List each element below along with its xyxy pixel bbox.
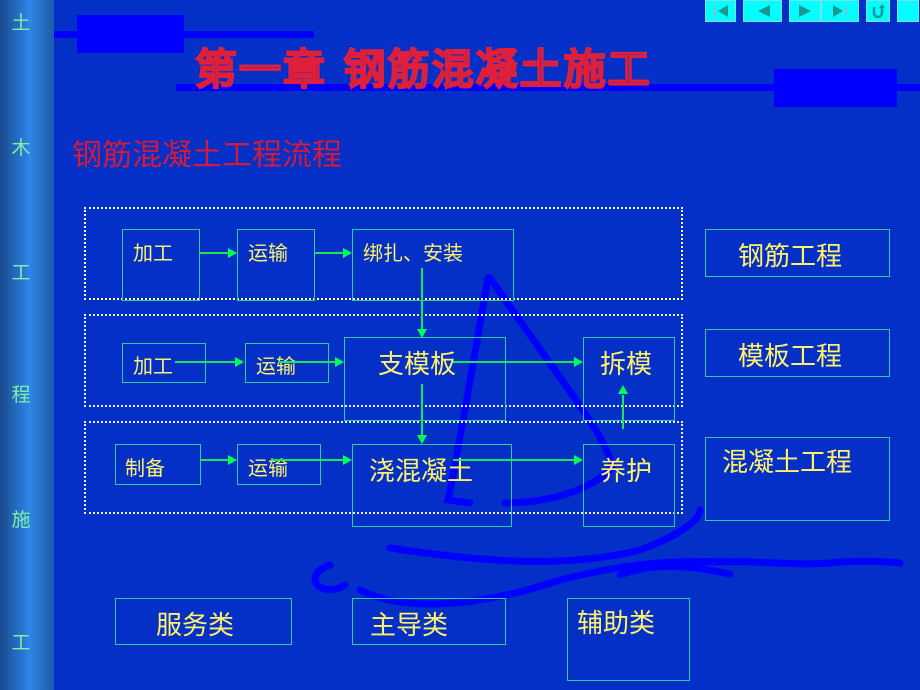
arrow-line [622, 395, 624, 429]
box-label: 混凝土工程 [722, 448, 853, 478]
arrow-line [421, 384, 423, 436]
rebar-process-box: 加工 [122, 229, 200, 301]
arrow-line [315, 252, 345, 254]
box-label: 运输 [248, 456, 288, 480]
erect-formwork-box: 支模板 [344, 337, 506, 421]
arrow-right-icon [574, 455, 583, 465]
arrow-line [200, 252, 230, 254]
rebar-transport-box: 运输 [237, 229, 315, 301]
sidebar-char: 工 [11, 632, 31, 654]
return-button[interactable] [866, 0, 890, 22]
sidebar-char: 土 [11, 12, 31, 34]
arrow-line [271, 459, 344, 461]
formwork-engineering-label: 模板工程 [705, 329, 890, 377]
previous-slide-button[interactable] [743, 0, 782, 22]
sidebar: 土 木 工 程 施 工 [0, 0, 54, 690]
arrow-right-icon [335, 357, 344, 367]
arrow-line [421, 268, 423, 330]
deco-bar [176, 84, 920, 91]
strip-formwork-box: 拆模 [583, 337, 675, 421]
sidebar-char: 施 [11, 509, 31, 531]
main-category-box: 主导类 [352, 598, 506, 645]
box-label: 制备 [125, 456, 165, 480]
section-subtitle: 钢筋混凝土工程流程 [72, 138, 342, 173]
arrow-right-icon [235, 357, 244, 367]
formwork-group [84, 314, 683, 407]
arrow-down-icon [417, 329, 427, 338]
triangle-right-icon [799, 5, 811, 17]
first-slide-button[interactable] [705, 0, 736, 22]
arrow-right-icon [343, 248, 352, 258]
slide-navigation [705, 0, 919, 22]
box-label: 运输 [256, 354, 296, 378]
deco-block [774, 69, 897, 107]
arrow-line [453, 361, 575, 363]
arrow-right-icon [343, 455, 352, 465]
box-label: 服务类 [156, 611, 235, 641]
arrow-up-icon [618, 385, 628, 394]
skip-start-icon [713, 5, 728, 17]
skip-end-icon [833, 5, 847, 17]
arrow-line [200, 459, 230, 461]
box-label: 浇混凝土 [369, 457, 474, 487]
arrow-line [175, 361, 237, 363]
rebar-engineering-label: 钢筋工程 [705, 229, 890, 277]
rebar-group [84, 207, 683, 300]
pour-concrete-box: 浇混凝土 [352, 444, 512, 527]
arrow-line [453, 459, 575, 461]
auxiliary-category-box: 辅助类 [567, 598, 690, 681]
curing-box: 养护 [583, 444, 675, 527]
arrow-right-icon [228, 248, 237, 258]
concrete-transport-box: 运输 [237, 444, 321, 485]
triangle-left-icon [757, 5, 770, 17]
box-label: 运输 [248, 241, 288, 265]
rebar-install-box: 绑扎、安装 [352, 229, 514, 301]
box-label: 钢筋工程 [738, 242, 843, 272]
deco-bar [54, 31, 314, 38]
return-icon [872, 4, 885, 19]
service-category-box: 服务类 [115, 598, 292, 645]
box-label: 加工 [133, 354, 173, 378]
box-label: 拆模 [600, 350, 653, 380]
deco-block [77, 15, 184, 53]
box-label: 加工 [133, 241, 173, 265]
sidebar-char: 程 [11, 384, 31, 406]
box-label: 绑扎、安装 [363, 241, 463, 265]
concrete-group [84, 421, 683, 514]
concrete-prepare-box: 制备 [115, 444, 201, 485]
sidebar-char: 木 [11, 137, 31, 159]
blank-button[interactable] [897, 0, 919, 22]
box-label: 辅助类 [577, 609, 656, 639]
sidebar-char: 工 [11, 262, 31, 284]
box-label: 支模板 [378, 350, 457, 380]
formwork-transport-box: 运输 [245, 343, 329, 383]
arrow-right-icon [228, 455, 237, 465]
box-label: 养护 [600, 457, 653, 487]
arrow-line [278, 361, 338, 363]
next-slide-button[interactable] [789, 0, 821, 22]
arrow-down-icon [417, 435, 427, 444]
concrete-engineering-label: 混凝土工程 [705, 437, 890, 521]
page-title: 第一章 钢筋混凝土施工 [194, 44, 652, 95]
arrow-right-icon [574, 357, 583, 367]
formwork-process-box: 加工 [122, 343, 206, 383]
last-slide-button[interactable] [821, 0, 859, 22]
box-label: 主导类 [370, 611, 449, 641]
box-label: 模板工程 [738, 342, 843, 372]
